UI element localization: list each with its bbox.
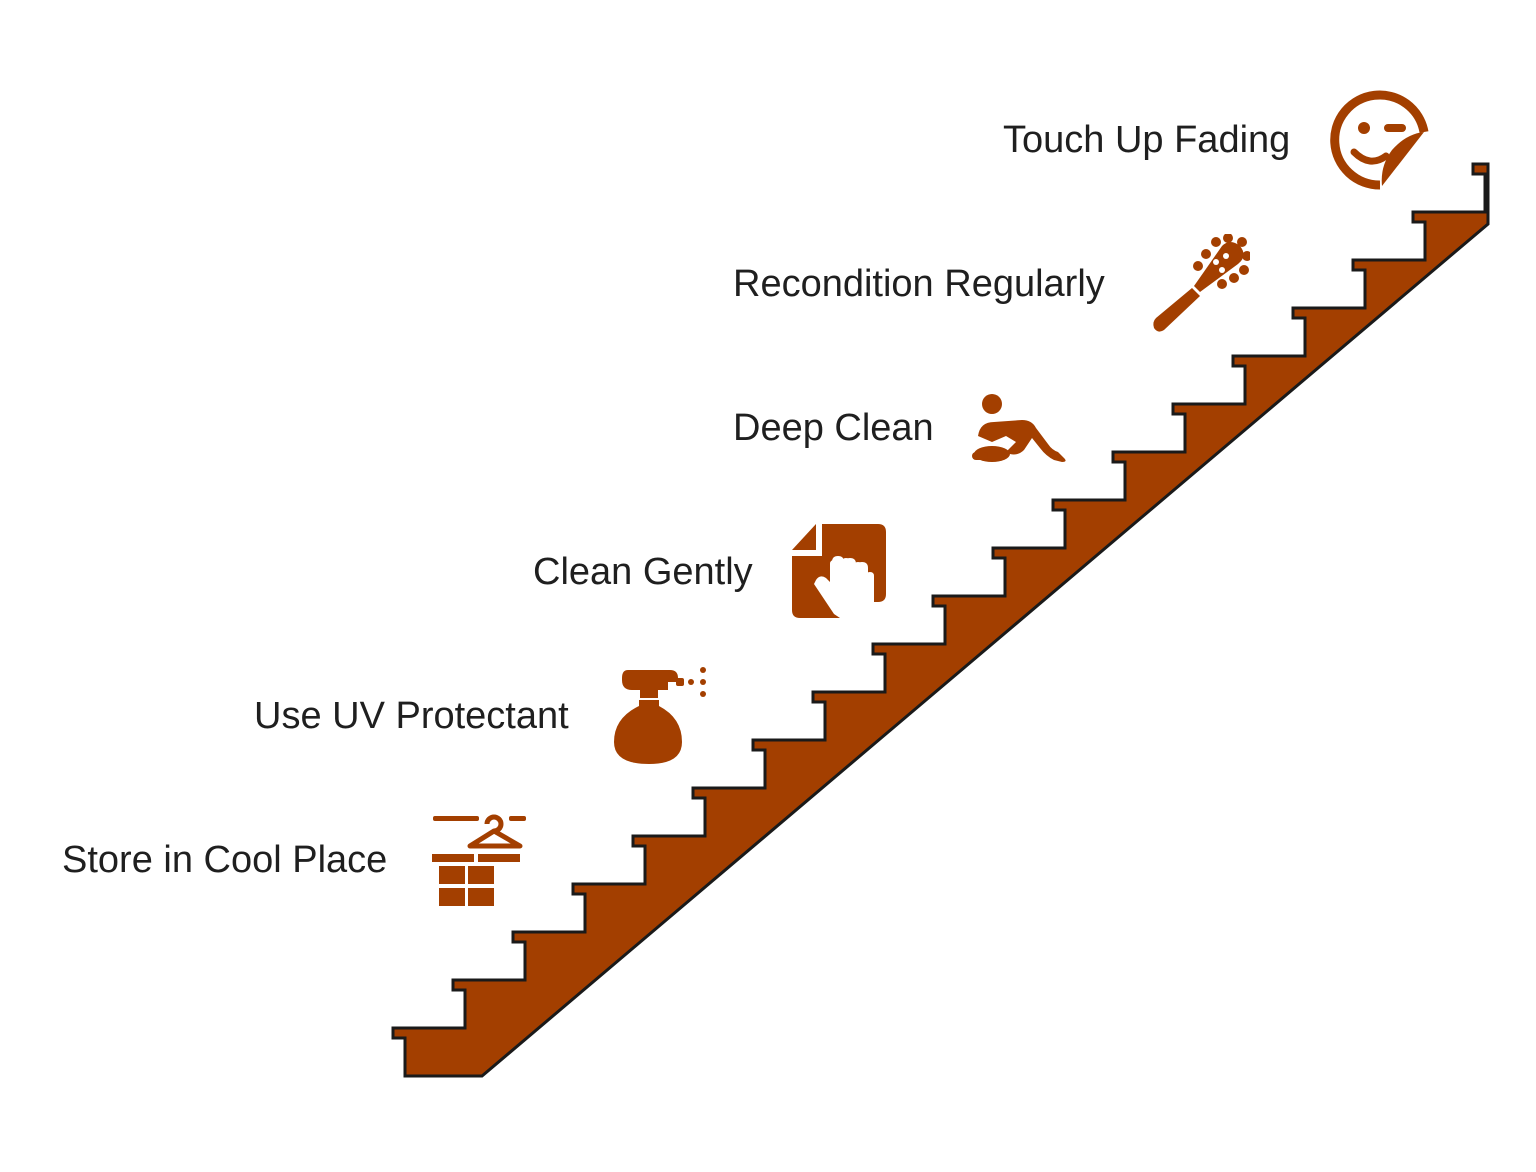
hanger-storage-icon	[432, 814, 526, 906]
step-label-touch-up-fading: Touch Up Fading	[1003, 119, 1291, 161]
brush-icon	[1153, 234, 1250, 332]
step-label-recondition-regularly: Recondition Regularly	[733, 263, 1105, 305]
person-scrubbing-icon	[972, 394, 1066, 462]
staircase-shape	[391, 162, 1490, 1078]
step-label-deep-clean: Deep Clean	[733, 407, 934, 449]
step-label-use-uv-protectant: Use UV Protectant	[254, 695, 569, 737]
step-label-store-in-cool-place: Store in Cool Place	[62, 839, 388, 881]
spray-bottle-icon	[614, 667, 706, 764]
sticker-smiley-icon	[1330, 90, 1429, 190]
step-label-clean-gently: Clean Gently	[533, 551, 753, 593]
hand-cleaning-icon	[792, 524, 886, 618]
